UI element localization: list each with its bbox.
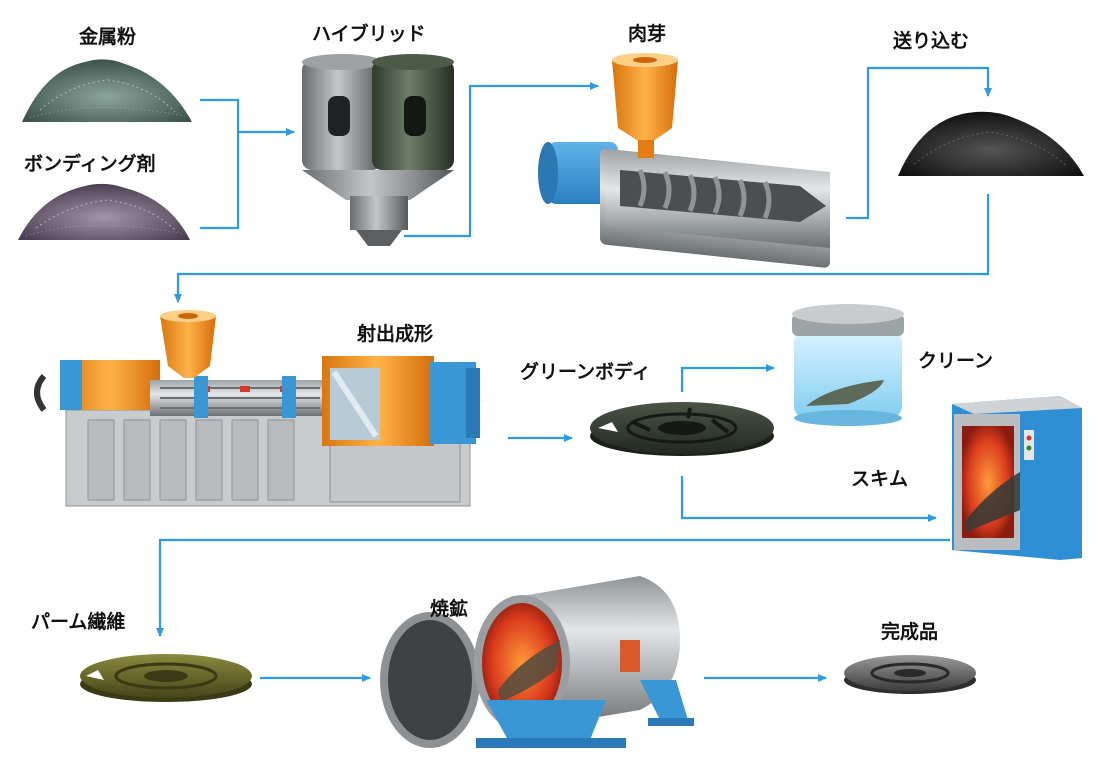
arrow-greenbody-to-skim: [680, 476, 937, 522]
label-feed: 送り込む: [893, 30, 970, 52]
label-granulate: 肉芽: [628, 23, 667, 45]
cleaning-jar: [792, 304, 904, 426]
sintering-furnace: [380, 576, 694, 748]
label-sintering: 焼鉱: [430, 598, 469, 620]
granulate-extruder: [538, 53, 830, 268]
label-hybrid: ハイブリッド: [312, 23, 426, 45]
label-green-body: グリーンボディ: [520, 361, 651, 383]
metal-powder-pile: [22, 59, 192, 122]
palm-fiber-part: [80, 654, 252, 702]
label-metal-powder: 金属粉: [79, 26, 137, 48]
arrow-powders-to-hybrid: [200, 98, 294, 230]
flow-arrows: [156, 66, 992, 682]
arrow-hybrid-to-granulate: [404, 82, 599, 238]
skim-oven: [952, 396, 1082, 560]
arrow-skim-to-palm: [156, 538, 950, 637]
hybrid-mixer: [302, 54, 454, 246]
finished-product: [844, 655, 976, 694]
injection-molding-machine: [34, 310, 482, 507]
label-injection-molding: 射出成形: [357, 323, 434, 345]
label-finished-product: 完成品: [881, 621, 939, 643]
binder-powder-pile: [18, 183, 190, 240]
arrow-extruder-to-feed: [846, 66, 992, 220]
green-body-part: [590, 402, 774, 456]
label-clean: クリーン: [918, 350, 994, 372]
label-palm-fiber: パーム繊維: [31, 611, 126, 633]
label-binder: ボンディング剤: [24, 153, 156, 175]
arrow-greenbody-to-clean: [680, 364, 775, 392]
label-skim: スキム: [851, 468, 909, 490]
arrow-feed-to-molding: [174, 194, 990, 303]
pellets-pile: [898, 111, 1084, 176]
